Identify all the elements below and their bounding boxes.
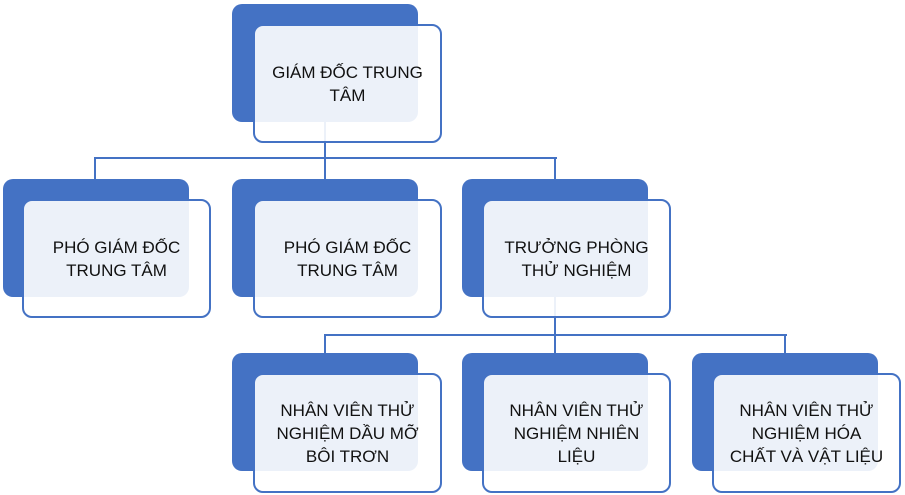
- connector: [324, 334, 326, 354]
- node-label: NHÂN VIÊN THỬ NGHIỆM HÓA CHẤT VÀ VẬT LIỆ…: [729, 400, 884, 466]
- node-staff-chemicals[interactable]: NHÂN VIÊN THỬ NGHIỆM HÓA CHẤT VÀ VẬT LIỆ…: [712, 373, 901, 493]
- connector: [324, 122, 326, 180]
- node-lab-head[interactable]: TRƯỞNG PHÒNG THỬ NGHIỆM: [482, 199, 671, 318]
- connector: [324, 334, 787, 336]
- node-director[interactable]: GIÁM ĐỐC TRUNG TÂM: [253, 24, 442, 143]
- connector: [784, 334, 786, 354]
- connector: [94, 157, 557, 159]
- connector: [554, 157, 556, 180]
- connector: [554, 296, 556, 354]
- node-label: NHÂN VIÊN THỬ NGHIỆM NHIÊN LIỆU: [509, 400, 644, 466]
- node-label: GIÁM ĐỐC TRUNG TÂM: [272, 62, 423, 105]
- node-staff-lubricants[interactable]: NHÂN VIÊN THỬ NGHIỆM DẦU MỠ BÔI TRƠN: [253, 373, 442, 493]
- node-deputy-1[interactable]: PHÓ GIÁM ĐỐC TRUNG TÂM: [22, 199, 211, 318]
- node-staff-fuel[interactable]: NHÂN VIÊN THỬ NGHIỆM NHIÊN LIỆU: [482, 373, 671, 493]
- connector: [94, 157, 96, 180]
- node-label: PHÓ GIÁM ĐỐC TRUNG TÂM: [283, 237, 412, 280]
- node-label: PHÓ GIÁM ĐỐC TRUNG TÂM: [52, 237, 181, 280]
- node-deputy-2[interactable]: PHÓ GIÁM ĐỐC TRUNG TÂM: [253, 199, 442, 318]
- node-label: NHÂN VIÊN THỬ NGHIỆM DẦU MỠ BÔI TRƠN: [276, 400, 419, 466]
- node-label: TRƯỞNG PHÒNG THỬ NGHIỆM: [504, 237, 649, 280]
